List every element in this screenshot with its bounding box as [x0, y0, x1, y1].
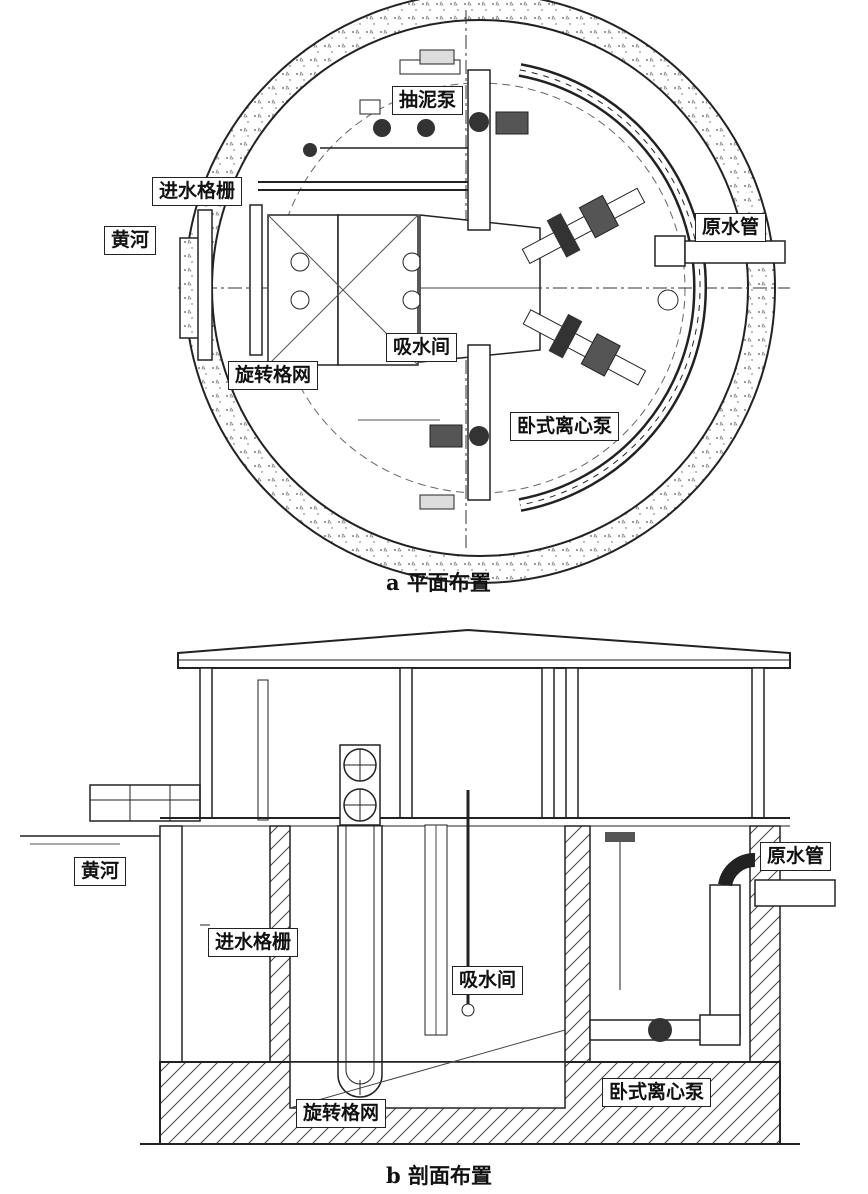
- section-label-yellow-river: 黄河: [74, 857, 127, 886]
- plan-label-rotating-screen: 旋转格网: [228, 361, 319, 390]
- plan-label-intake-grille: 进水格栅: [152, 177, 243, 206]
- plan-label-raw-water-pipe: 原水管: [695, 213, 767, 242]
- section-label-horizontal-pump: 卧式离心泵: [602, 1078, 712, 1107]
- section-label-raw-water-pipe: 原水管: [760, 842, 832, 871]
- section-label-intake-grille: 进水格栅: [208, 928, 299, 957]
- plan-label-yellow-river: 黄河: [104, 226, 157, 255]
- section-view: [20, 628, 836, 1145]
- section-label-rotating-screen: 旋转格网: [296, 1099, 387, 1128]
- plan-label-suction-chamber: 吸水间: [386, 333, 458, 362]
- section-label-suction-chamber: 吸水间: [452, 966, 524, 995]
- plan-label-mud-pump: 抽泥泵: [392, 86, 464, 115]
- plan-view: [178, 0, 790, 584]
- plan-label-horizontal-pump: 卧式离心泵: [510, 412, 620, 441]
- plan-caption: a 平面布置: [386, 570, 491, 595]
- section-caption: b 剖面布置: [386, 1163, 492, 1188]
